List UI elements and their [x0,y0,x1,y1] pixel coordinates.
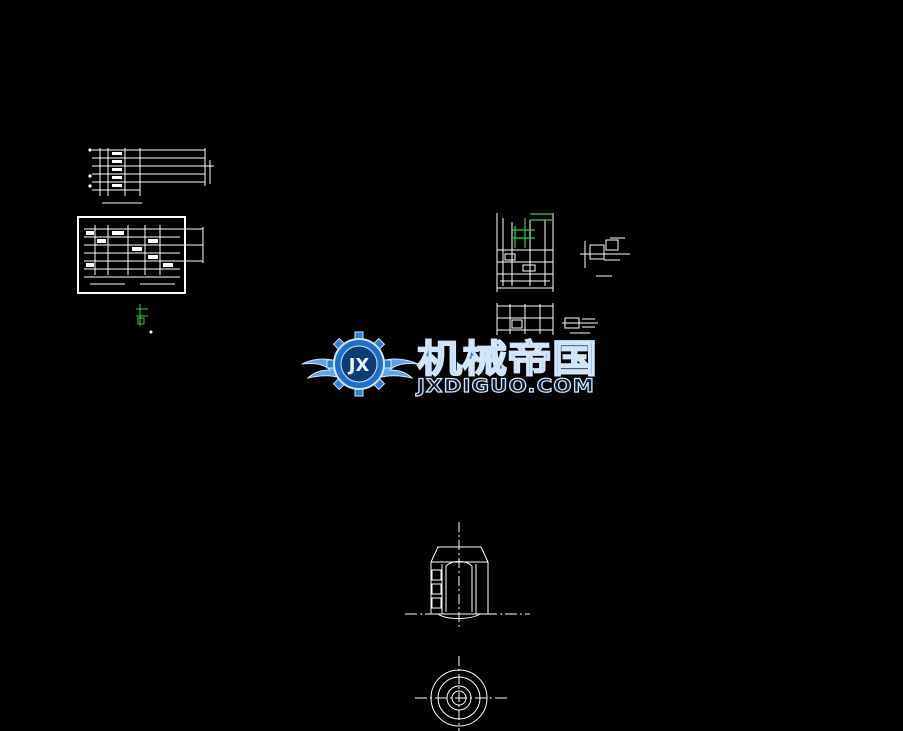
title-block-fill [86,231,173,267]
gear-wings-logo-icon: JX [326,331,392,397]
small-detail-lower-right [562,317,598,334]
hex-nut-top-view [415,656,508,731]
assembly-drawing [496,213,554,292]
watermark-url: JXDIGUO.COM [415,375,595,397]
parts-list-table [92,148,214,204]
side-view-detail [580,237,630,277]
logo-monogram: JX [347,355,370,376]
watermark-logo: JX 机械帝国 JXDIGUO.COM [301,331,598,398]
detail-point [149,330,153,334]
hex-nut-front-view [405,522,530,630]
assembly-section-lower [496,303,554,335]
assembly-green-lines [512,213,552,248]
title-block [77,216,204,294]
parts-list-dots [88,148,122,188]
watermark-title: 机械帝国 [417,337,597,381]
green-detail-left [136,304,148,326]
